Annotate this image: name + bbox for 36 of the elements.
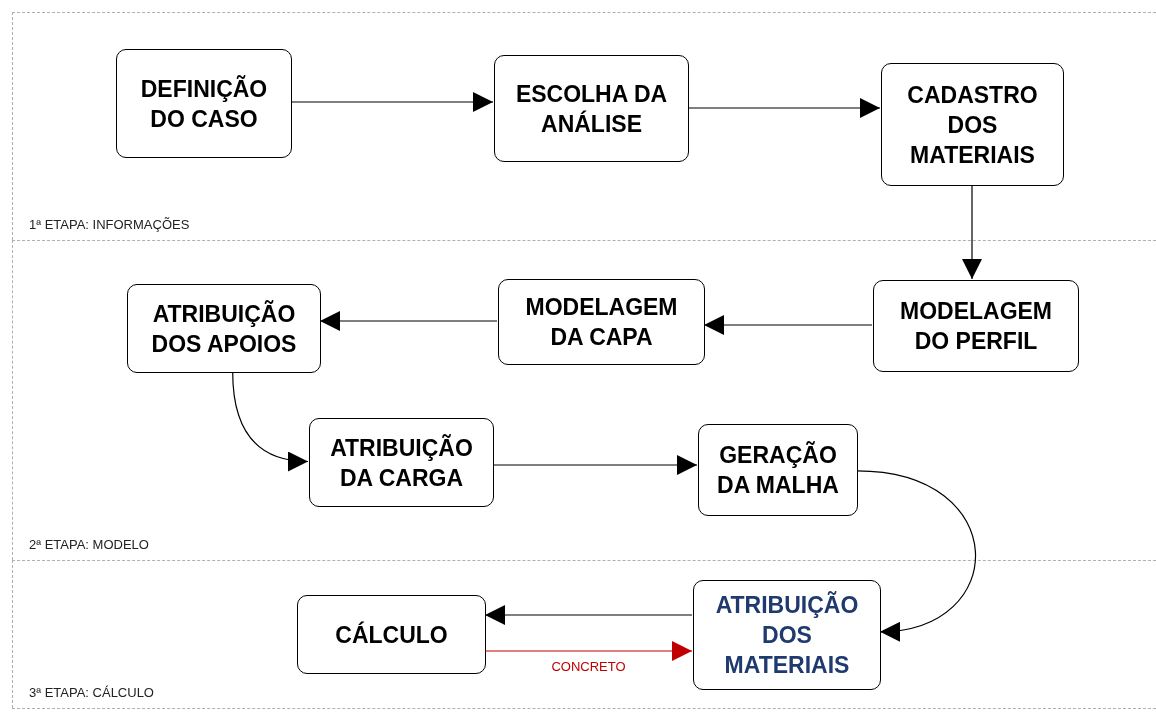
stage-label: 1ª ETAPA: INFORMAÇÕES xyxy=(29,215,190,234)
stage-band xyxy=(12,240,1156,560)
process-box xyxy=(127,284,321,373)
process-box xyxy=(873,280,1079,372)
step-text: DEFINIÇÃO DO CASO xyxy=(139,74,269,134)
process-box xyxy=(698,424,858,516)
process-box xyxy=(116,49,292,158)
process-box xyxy=(494,55,689,162)
step-text: MODELAGEM DO PERFIL xyxy=(898,297,1054,356)
stage-band xyxy=(12,560,1156,708)
stage-label: 2ª ETAPA: MODELO xyxy=(29,535,149,554)
arrow xyxy=(856,470,976,640)
step-text: GERAÇÃO DA MALHA xyxy=(716,440,840,500)
step-text: ATRIBUIÇÃO DA CARGA xyxy=(329,433,474,493)
arrow xyxy=(687,98,881,118)
step-text: CADASTRO DOS MATERIAIS xyxy=(906,80,1039,170)
step-text: ESCOLHA DA ANÁLISE xyxy=(514,79,669,139)
stage-band xyxy=(12,12,1156,240)
arrow xyxy=(290,92,494,112)
arrow xyxy=(703,315,873,335)
arrow xyxy=(484,641,693,661)
arrow xyxy=(232,371,309,471)
arrow xyxy=(484,605,693,625)
arrow xyxy=(492,455,698,475)
step-text: MODELAGEM DA CAPA xyxy=(524,293,679,352)
process-box xyxy=(693,580,881,690)
process-box xyxy=(309,418,494,507)
process-box xyxy=(881,63,1064,186)
stage-label: 3ª ETAPA: CÁLCULO xyxy=(29,683,154,702)
step-text: ATRIBUIÇÃO DOS APOIOS xyxy=(150,299,298,359)
step-text: ATRIBUIÇÃO DOS MATERIAIS xyxy=(714,590,860,680)
arrow xyxy=(319,311,498,331)
arrow xyxy=(962,184,982,280)
process-box xyxy=(297,595,486,674)
process-box xyxy=(498,279,705,365)
step-text: CÁLCULO xyxy=(335,620,448,650)
